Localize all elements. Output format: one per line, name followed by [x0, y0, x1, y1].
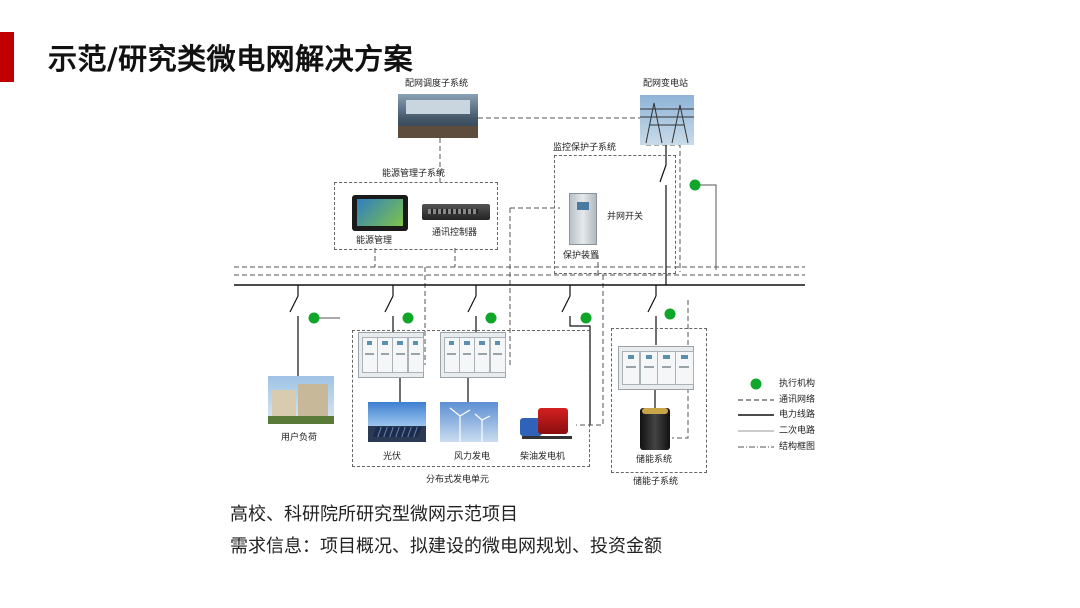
legend-comm-label: 通讯网络 — [779, 395, 816, 405]
title-accent-bar — [0, 32, 14, 82]
label-protection-device: 保护装置 — [563, 251, 600, 261]
comm-controller-image — [422, 204, 490, 220]
label-distributed-unit: 分布式发电单元 — [426, 475, 490, 485]
label-user-load: 用户负荷 — [281, 433, 318, 443]
label-storage-subsystem: 储能子系统 — [633, 477, 679, 487]
distributed-unit-frame — [352, 330, 590, 467]
actuator-dot — [485, 312, 497, 324]
legend-actuator-label: 执行机构 — [779, 379, 816, 389]
caption-line-2: 需求信息：项目概况、拟建设的微电网规划、投资金额 — [230, 536, 662, 557]
legend-frame-label: 结构框图 — [779, 442, 816, 452]
battery-image — [640, 408, 670, 450]
storage-switchgear-image — [618, 346, 694, 390]
user-load-image — [268, 376, 334, 424]
legend-secondary-label: 二次电路 — [779, 426, 816, 436]
pv-image — [368, 402, 426, 442]
actuator-dot — [308, 312, 320, 324]
label-grid-switch: 并网开关 — [607, 212, 644, 222]
energy-mgmt-screen-image — [352, 195, 408, 231]
label-storage-system: 储能系统 — [636, 455, 673, 465]
wind-switchgear-image — [440, 332, 506, 378]
energy-mgmt-frame — [334, 182, 498, 250]
comm-line-substation-monitor — [646, 144, 681, 272]
label-monitor-protect-subsystem: 监控保护子系统 — [553, 143, 617, 153]
storage-subsystem-frame — [611, 328, 707, 473]
label-comm-controller: 通讯控制器 — [432, 228, 478, 238]
diesel-generator-image — [518, 404, 576, 440]
label-substation: 配网变电站 — [643, 79, 689, 89]
legend-power-label: 电力线路 — [779, 410, 816, 420]
wind-image — [440, 402, 498, 442]
label-wind: 风力发电 — [454, 452, 491, 462]
monitor-protect-frame — [554, 155, 676, 274]
page-title: 示范/研究类微电网解决方案 — [48, 42, 414, 76]
pv-switchgear-image — [358, 332, 424, 378]
actuator-dot — [402, 312, 414, 324]
actuator-dot — [664, 308, 676, 320]
label-diesel: 柴油发电机 — [520, 452, 566, 462]
dispatch-room-image — [398, 94, 478, 138]
actuator-dot — [580, 312, 592, 324]
actuator-dot — [689, 179, 701, 191]
label-pv: 光伏 — [383, 452, 402, 462]
legend-actuator-symbol — [750, 378, 762, 390]
caption-line-1: 高校、科研院所研究型微网示范项目 — [230, 504, 518, 525]
substation-image — [640, 95, 694, 145]
label-energy-mgmt: 能源管理 — [356, 236, 393, 246]
label-dispatch-subsystem: 配网调度子系统 — [405, 79, 469, 89]
protection-cabinet-image — [569, 193, 597, 245]
label-energy-mgmt-subsystem: 能源管理子系统 — [382, 169, 446, 179]
